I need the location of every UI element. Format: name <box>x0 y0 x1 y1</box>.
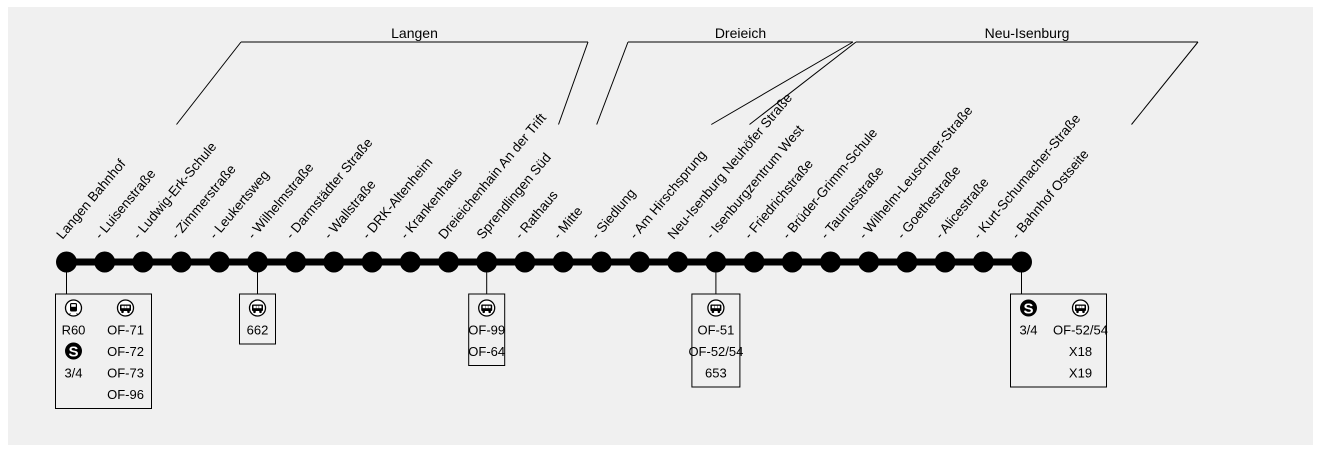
transfer-line-label: OF-72 <box>107 344 144 359</box>
transfer-box-frame <box>1010 293 1107 388</box>
transfer-line-label: OF-99 <box>468 323 505 338</box>
transfer-line-label: 662 <box>247 323 269 338</box>
stop-dot <box>285 251 307 273</box>
district-bracket-tail <box>711 41 854 125</box>
transfer-line-label: R60 <box>62 323 86 338</box>
district-bracket: Neu-Isenburg <box>749 25 1199 125</box>
stop-label: - Mitte <box>550 204 586 242</box>
stop-dot <box>781 251 803 273</box>
transfer-line-label: OF-52/54 <box>688 344 743 359</box>
transfer-line-label: OF-64 <box>468 344 505 359</box>
district-label: Dreieich <box>715 25 766 41</box>
transfer-line-label: OF-96 <box>107 387 144 402</box>
stop-dot <box>56 251 77 273</box>
transfer-box-frame <box>239 293 276 345</box>
stop-dot <box>1011 251 1032 273</box>
bus-icon <box>1071 299 1090 317</box>
transfer-line-label: X19 <box>1069 366 1092 381</box>
stop-dot <box>590 251 612 273</box>
transfer-line-label: OF-52/54 <box>1053 323 1108 338</box>
stop-dot <box>514 251 536 273</box>
transfer-line-label: 3/4 <box>64 366 82 381</box>
stop-label: Langen Bahnhof <box>53 156 128 242</box>
stop-dot <box>820 251 841 273</box>
district-bracket-tail <box>749 41 857 125</box>
transfer-line-label: OF-73 <box>107 366 144 381</box>
stop-dot <box>629 251 650 273</box>
stop-dot <box>552 251 574 273</box>
stop-dot <box>438 251 459 273</box>
stop-dot <box>858 251 880 273</box>
stop-dot <box>361 251 383 273</box>
transfer-line-label: OF-51 <box>697 323 734 338</box>
stop-dot <box>705 251 727 273</box>
stop-dot <box>896 251 918 273</box>
stop-label: - Wilhelmstraße <box>244 160 316 242</box>
train-icon <box>64 299 83 317</box>
district-bracket-tail <box>596 41 629 125</box>
transfer-box-frame <box>691 293 741 388</box>
district-bracket-tail <box>558 41 589 125</box>
stop-dot <box>934 251 956 273</box>
svg-text:S: S <box>68 344 78 361</box>
transfer-line-label: 3/4 <box>1019 323 1037 338</box>
stop-dot <box>170 251 192 273</box>
district-bracket: Langen <box>176 25 589 125</box>
stop-dot <box>972 251 994 273</box>
stop-dot <box>208 251 230 273</box>
stop-dot <box>132 251 154 273</box>
sbahn-icon: S <box>65 342 82 361</box>
sbahn-icon: S <box>1020 299 1037 318</box>
stop-dot <box>476 251 498 273</box>
stop-dot <box>399 251 421 273</box>
stop-dot <box>94 251 116 273</box>
stop-dot <box>323 251 345 273</box>
district-label: Neu-Isenburg <box>985 25 1070 41</box>
bus-icon <box>478 299 496 317</box>
bus-icon <box>248 299 267 317</box>
svg-text:S: S <box>1023 301 1033 318</box>
district-bracket-tail <box>176 41 242 125</box>
district-label: Langen <box>391 25 438 41</box>
stop-dot <box>667 251 689 273</box>
district-bracket: Dreieich <box>596 25 854 125</box>
stop-label: - Friedrichstraße <box>741 156 816 241</box>
bus-icon <box>707 299 725 317</box>
transfer-box-frame <box>468 293 506 366</box>
transfer-box: 662 <box>239 272 276 345</box>
transfer-line-label: X18 <box>1069 344 1092 359</box>
stop-dot <box>247 251 268 273</box>
district-bracket-tail <box>1131 41 1199 125</box>
transfer-line-label: OF-71 <box>107 323 144 338</box>
transfer-line-label: 653 <box>705 366 727 381</box>
stop-dot <box>743 251 765 273</box>
stop-label: - DRK-Altenheim <box>359 155 436 242</box>
transfer-box-frame <box>55 293 152 409</box>
bus-icon <box>116 299 135 317</box>
